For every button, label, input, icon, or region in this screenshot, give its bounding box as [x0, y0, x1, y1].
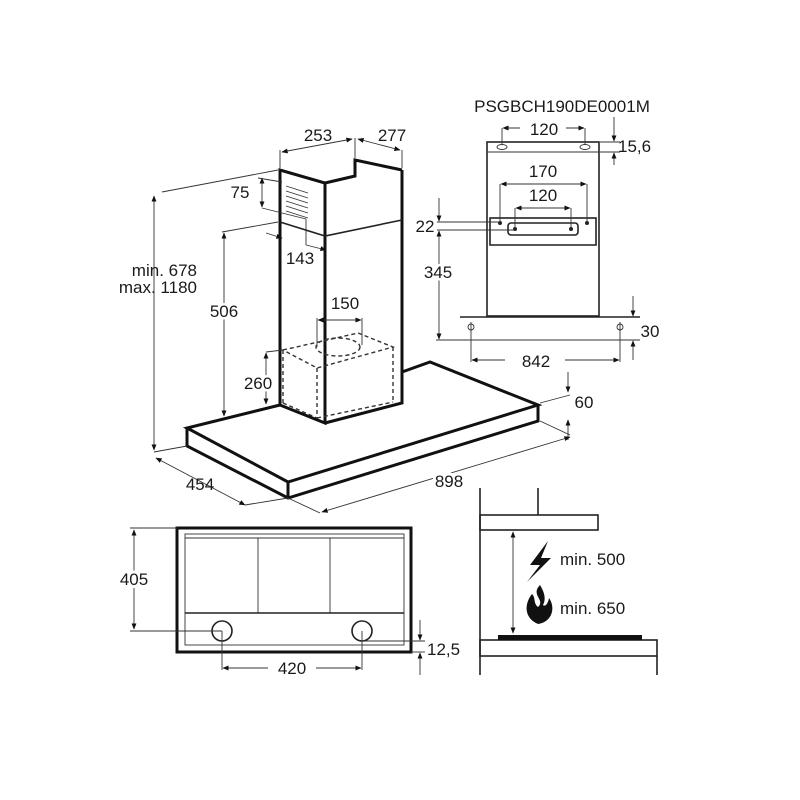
- dim-chimney-height: 506: [210, 302, 238, 321]
- dim-screw-spacing: 842: [522, 352, 550, 371]
- electric-clearance-label: min. 500: [560, 550, 625, 569]
- bracket: [507, 222, 579, 236]
- dim-canopy-depth: 454: [186, 475, 214, 494]
- dim-bracket-offset: 22: [416, 217, 435, 236]
- clearance-view: min. 500 min. 650: [479, 488, 658, 675]
- vent-slots: [285, 185, 309, 219]
- canopy: [182, 360, 543, 500]
- dim-top-offset: 15,6: [618, 137, 651, 156]
- model-code: PSGBCH190DE0001M: [474, 97, 650, 116]
- motor-box-hidden: [281, 332, 396, 419]
- hood-isometric-view: 253 277 75 143 min. 678 max. 1180 506 15…: [119, 126, 594, 514]
- mount-hole: [496, 144, 508, 150]
- dim-depth: 405: [120, 570, 148, 589]
- dim-vent-height: 75: [231, 183, 250, 202]
- dim-vent-offset: 143: [286, 249, 314, 268]
- dimension-lines: [151, 137, 571, 514]
- dim-top-hole-spacing: 120: [530, 120, 558, 139]
- cooktop: [479, 639, 658, 657]
- dim-canopy-thickness: 60: [575, 393, 594, 412]
- hood-outline: [175, 526, 413, 654]
- dim-edge-offset: 12,5: [427, 640, 460, 659]
- bottom-view: 405 420 12,5: [117, 526, 460, 678]
- flame-icon: [526, 585, 553, 624]
- dim-duct-diameter: 150: [331, 294, 359, 313]
- chimney-outline: [486, 141, 600, 317]
- dim-motor-height: 260: [244, 374, 272, 393]
- bracket-view: PSGBCH190DE0001M: [416, 97, 660, 371]
- bracket-plate: [489, 217, 597, 246]
- dim-canopy-width: 898: [435, 472, 463, 491]
- dim-outer-spacing: 170: [529, 162, 557, 181]
- dim-inner-spacing: 120: [529, 186, 557, 205]
- dim-screw-offset: 30: [641, 322, 660, 341]
- dim-chimney-depth: 277: [378, 126, 406, 145]
- dim-light-spacing: 420: [278, 659, 306, 678]
- hood-side: [479, 514, 599, 531]
- mount-hole: [579, 144, 591, 150]
- dim-chimney-width: 253: [304, 126, 332, 145]
- dim-bracket-height: 345: [424, 263, 452, 282]
- electric-bolt-icon: [527, 541, 551, 582]
- dim-total-height-min: min. 678: [132, 261, 197, 280]
- dim-total-height-max: max. 1180: [119, 278, 197, 297]
- chimney: [278, 158, 404, 426]
- gas-clearance-label: min. 650: [560, 599, 625, 618]
